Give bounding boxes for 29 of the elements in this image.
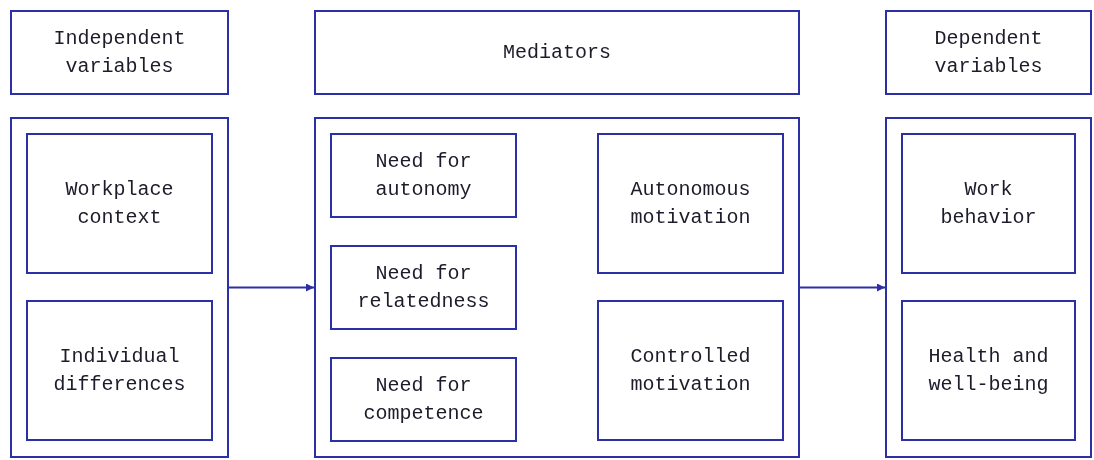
- group-box: [314, 117, 800, 458]
- box-label: Need for competence: [362, 372, 485, 427]
- box-label: Mediators: [503, 39, 611, 66]
- box-label: Dependent variables: [933, 25, 1044, 80]
- text-box: [901, 133, 1076, 274]
- text-box: [885, 10, 1092, 95]
- arrow: [799, 283, 886, 292]
- text-box: [330, 245, 517, 330]
- text-box: [330, 357, 517, 442]
- box-label: Need for autonomy: [374, 148, 473, 203]
- box-label: Health and well-being: [927, 343, 1050, 398]
- text-box: [597, 300, 784, 441]
- text-box: [26, 300, 213, 441]
- arrow: [228, 283, 315, 292]
- text-box: [10, 10, 229, 95]
- group-box: [10, 117, 229, 458]
- group-box: [885, 117, 1092, 458]
- box-label: Work behavior: [939, 176, 1038, 231]
- box-label: Individual differences: [52, 343, 187, 398]
- text-box: [901, 300, 1076, 441]
- box-label: Controlled motivation: [629, 343, 752, 398]
- box-label: Workplace context: [64, 176, 175, 231]
- box-label: Independent variables: [52, 25, 187, 80]
- text-box: [26, 133, 213, 274]
- text-box: [330, 133, 517, 218]
- text-box: [314, 10, 800, 95]
- text-box: [597, 133, 784, 274]
- box-label: Autonomous motivation: [629, 176, 752, 231]
- box-label: Need for relatedness: [356, 260, 491, 315]
